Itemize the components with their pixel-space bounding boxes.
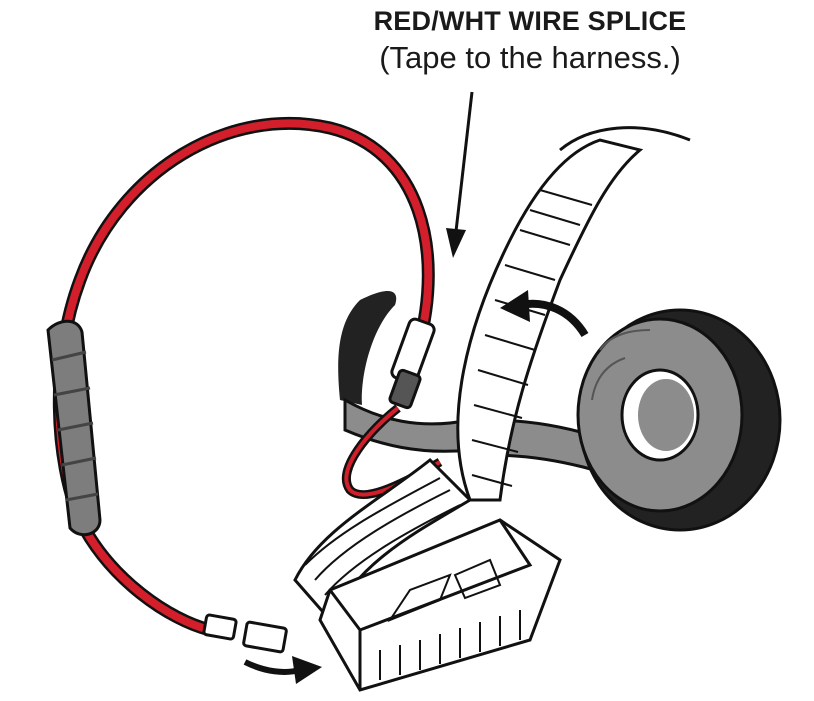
curved-arrow-icon	[243, 656, 322, 684]
wire-harness	[456, 126, 691, 502]
tape-roll	[576, 308, 782, 532]
tape-wrap-on-wire	[46, 319, 102, 537]
curved-arrow-icon	[500, 290, 589, 338]
harness-connector	[318, 518, 562, 692]
wire-end-connector	[202, 613, 288, 654]
callout-title: RED/WHT WIRE SPLICE	[373, 6, 687, 36]
callout-pointer-icon	[446, 91, 474, 258]
callout-note: (Tape to the harness.)	[379, 40, 681, 75]
red-wire-loop	[52, 117, 435, 637]
